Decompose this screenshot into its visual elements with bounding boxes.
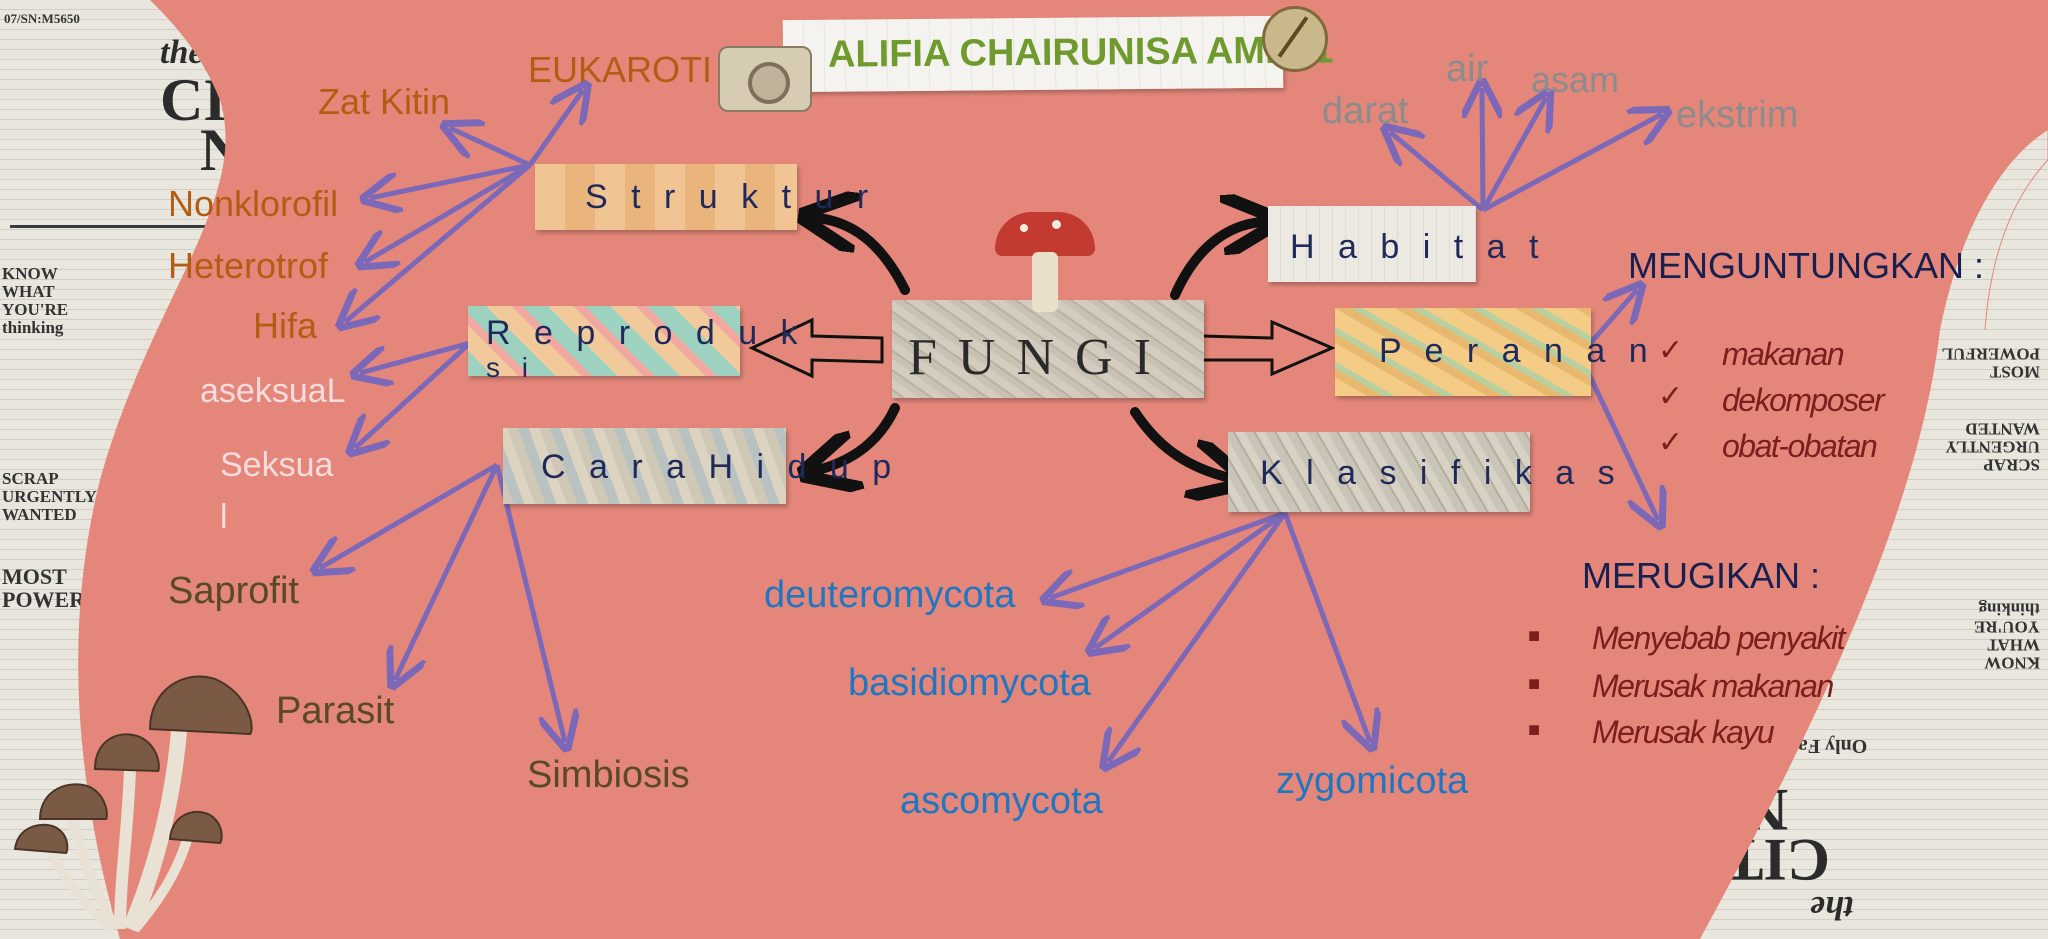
merugikan-heading: MERUGIKAN : <box>1582 555 1821 596</box>
node-aseksual: aseksuaL <box>200 372 346 410</box>
branch-habitat-label: H a b i t a t <box>1290 228 1546 266</box>
node-zat-kitin: Zat Kitin <box>318 81 451 122</box>
branch-reproduksi[interactable]: R e p r o d u k s i <box>468 306 798 383</box>
node-nonklorofil: Nonklorofil <box>168 183 339 224</box>
menguntungkan-item-1: makanan <box>1722 336 1845 372</box>
merugikan-item-2: Merusak makanan <box>1592 668 1834 704</box>
node-seksual-1: Seksua <box>220 446 334 484</box>
node-parasit: Parasit <box>276 690 395 732</box>
node-asam: asam <box>1531 59 1620 100</box>
branch-habitat[interactable]: H a b i t a t <box>1268 206 1538 282</box>
node-heterotrof: Heterotrof <box>168 245 329 286</box>
check-icon-2: ✓ <box>1658 380 1684 413</box>
branch-struktur-label: S t r u k t u r <box>585 178 876 216</box>
page-title: ALIFIA CHAIRUNISA AMIA 1 <box>827 29 1334 76</box>
node-ekstrim: ekstrim <box>1676 94 1799 136</box>
node-seksual-2: l <box>220 498 228 536</box>
merugikan-item-3: Merusak kayu <box>1592 714 1775 750</box>
branch-peranan-label: P e r a n a n <box>1379 332 1655 370</box>
menguntungkan-item-3: obat-obatan <box>1722 428 1878 464</box>
bullet-icon-2: ■ <box>1528 673 1541 695</box>
newspaper-code: 07/SN:M5650 <box>4 11 80 26</box>
node-ascomycota: ascomycota <box>900 780 1103 822</box>
newspaper-know-what: KNOW WHAT YOU'RE thinking <box>2 264 69 337</box>
check-icon-3: ✓ <box>1658 426 1684 459</box>
camera-icon <box>718 46 812 112</box>
node-zygomicota: zygomicota <box>1276 760 1469 802</box>
mushroom-cluster-icon <box>13 675 253 933</box>
node-saprofit: Saprofit <box>168 570 299 612</box>
check-icon-1: ✓ <box>1658 334 1684 367</box>
mushroom-icon <box>990 212 1100 312</box>
node-darat: darat <box>1322 90 1409 132</box>
node-eukaroti: EUKAROTI <box>528 49 713 90</box>
branch-struktur[interactable]: S t r u k t u r <box>535 164 868 230</box>
node-deuteromycota: deuteromycota <box>764 574 1016 616</box>
node-hifa: Hifa <box>253 305 318 346</box>
node-basidiomycota: basidiomycota <box>848 662 1091 704</box>
bullet-icon-3: ■ <box>1528 719 1541 741</box>
branch-cara-hidup-label: C a r a H i d u p <box>541 448 899 486</box>
compass-icon <box>1262 6 1328 72</box>
branch-cara-hidup[interactable]: C a r a H i d u p <box>503 428 891 504</box>
branch-klasifikasi-label: K l a s i f i k a s <box>1260 454 1622 492</box>
center-node[interactable]: F U N G I <box>892 300 1204 398</box>
bullet-icon-1: ■ <box>1528 625 1541 647</box>
menguntungkan-item-2: dekomposer <box>1722 382 1885 418</box>
branch-peranan[interactable]: P e r a n a n <box>1335 308 1648 396</box>
merugikan-item-1: Menyebab penyakit <box>1592 620 1846 656</box>
node-simbiosis: Simbiosis <box>527 754 690 796</box>
node-air: air <box>1446 48 1489 90</box>
center-label: F U N G I <box>908 329 1155 386</box>
branch-reproduksi-label-2: s i <box>486 352 535 383</box>
branch-klasifikasi[interactable]: K l a s i f i k a s <box>1228 432 1615 512</box>
menguntungkan-heading: MENGUNTUNGKAN : <box>1628 245 1985 286</box>
branch-reproduksi-label-1: R e p r o d u k <box>486 314 805 352</box>
title-banner: ALIFIA CHAIRUNISA AMIA 1 <box>782 15 1333 93</box>
